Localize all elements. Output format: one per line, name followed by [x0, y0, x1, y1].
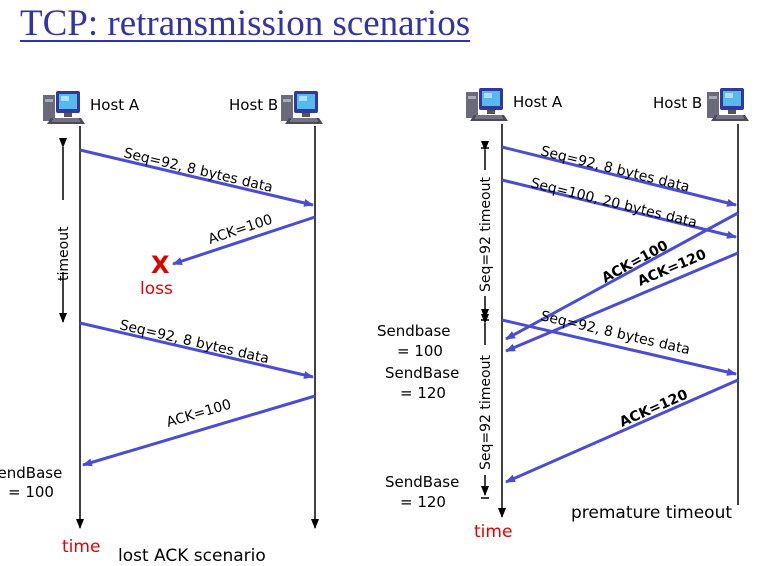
sendbase-2-label: SendBase	[385, 364, 459, 382]
host-b-computer-icon	[706, 87, 750, 122]
right-time-label: time	[474, 522, 512, 542]
right-host-b-label: Host B	[653, 94, 702, 112]
right-scenario: Host A Host B Seq=92 timeout Seq=92 time…	[377, 87, 750, 542]
sendbase-3-label: SendBase	[385, 473, 459, 491]
ack-120-second	[505, 378, 739, 484]
timeout-label: timeout	[56, 226, 72, 281]
ack-100-lost	[172, 215, 316, 266]
left-time-label: time	[62, 537, 100, 557]
page-title: TCP: retransmission scenarios	[20, 3, 471, 44]
left-scenario: Host A Host B timeout Seq=92, 8 bytes da…	[0, 90, 324, 566]
left-host-b-label: Host B	[229, 96, 278, 114]
segment-seq92	[501, 145, 737, 207]
left-caption: lost ACK scenario	[118, 546, 266, 566]
timeout1-label: Seq=92 timeout	[478, 177, 494, 292]
right-caption: premature timeout	[571, 503, 732, 523]
segment-seq100	[501, 178, 737, 239]
ack-100-second-label: ACK=100	[165, 397, 234, 431]
sendbase-1-label: Sendbase	[377, 322, 451, 340]
loss-label: loss	[140, 279, 173, 299]
left-host-a-label: Host A	[90, 96, 140, 114]
segment-seq92-retransmit	[501, 318, 737, 376]
host-a-computer-icon	[465, 87, 509, 122]
host-b-computer-icon	[280, 90, 324, 125]
segment-seq92	[79, 148, 314, 207]
sendbase-2-value: = 120	[400, 384, 446, 402]
segment-seq92-retransmit-label: Seq=92, 8 bytes data	[118, 317, 270, 367]
segment-seq92-retransmit	[79, 321, 314, 379]
segment-seq92-label: Seq=92, 8 bytes data	[122, 145, 274, 196]
left-sendbase-label: SendBase	[0, 464, 62, 482]
host-a-computer-icon	[42, 90, 86, 125]
left-sendbase-value: = 100	[8, 483, 54, 501]
ack-100	[505, 211, 739, 341]
ack-100-second	[82, 394, 316, 467]
sendbase-3-value: = 120	[400, 493, 446, 511]
ack-120-second-label: ACK=120	[617, 387, 690, 431]
right-host-a-label: Host A	[513, 93, 563, 111]
sendbase-1-value: = 100	[397, 342, 443, 360]
loss-x-icon: X	[151, 251, 170, 279]
timeout2-label: Seq=92 timeout	[478, 355, 494, 470]
ack-120	[505, 251, 739, 353]
